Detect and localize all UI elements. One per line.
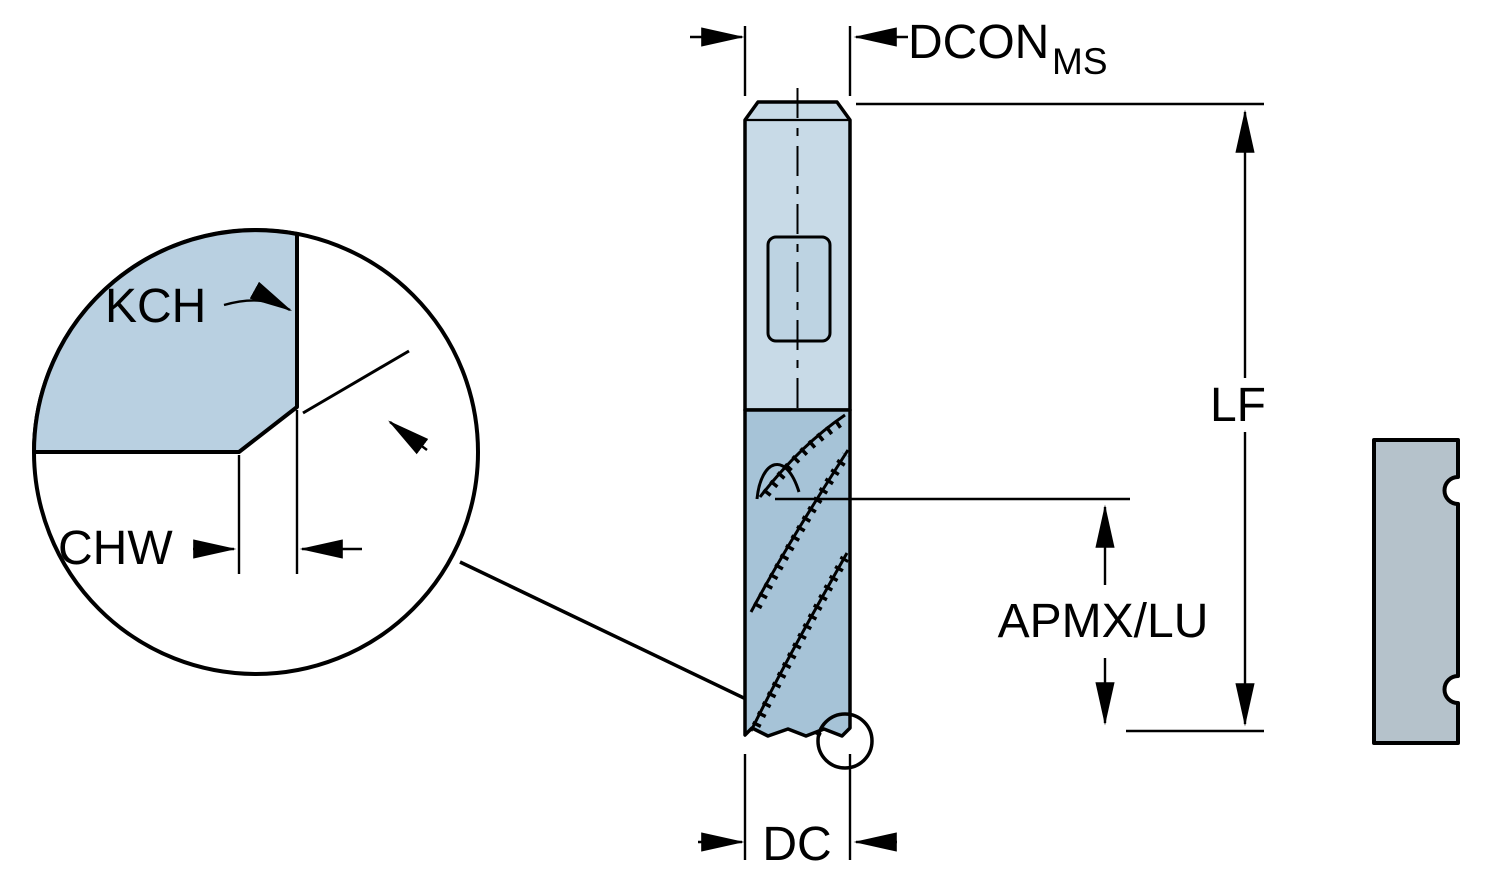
kch-leader-arrow	[223, 281, 293, 312]
corner-detail-target-circle	[816, 712, 874, 770]
weldon-flat	[766, 235, 832, 343]
profile-shape	[1372, 438, 1460, 745]
detail-view: KCH CHW	[32, 228, 480, 676]
dc-label: DC	[762, 818, 831, 871]
chamfer-angle-line	[302, 349, 410, 415]
chamfer-angle-arrow	[388, 420, 429, 455]
flute-helix	[749, 552, 849, 732]
dcon-label: DCON	[908, 16, 1049, 69]
flute-hatching	[751, 416, 850, 728]
lf-label: LF	[1210, 379, 1266, 432]
end-mill	[743, 88, 874, 770]
flute-helix	[749, 449, 850, 613]
detail-corner-shape	[32, 228, 299, 454]
flute-runout	[755, 462, 801, 500]
chw-label: CHW	[58, 522, 173, 575]
kch-label: KCH	[105, 280, 206, 333]
dcon-subscript: MS	[1052, 41, 1108, 82]
apmx-label: APMX/LU	[998, 595, 1209, 648]
dimensions: DCON MS LF APMX/LU DC	[690, 16, 1266, 871]
profile-side-view	[1372, 438, 1460, 745]
